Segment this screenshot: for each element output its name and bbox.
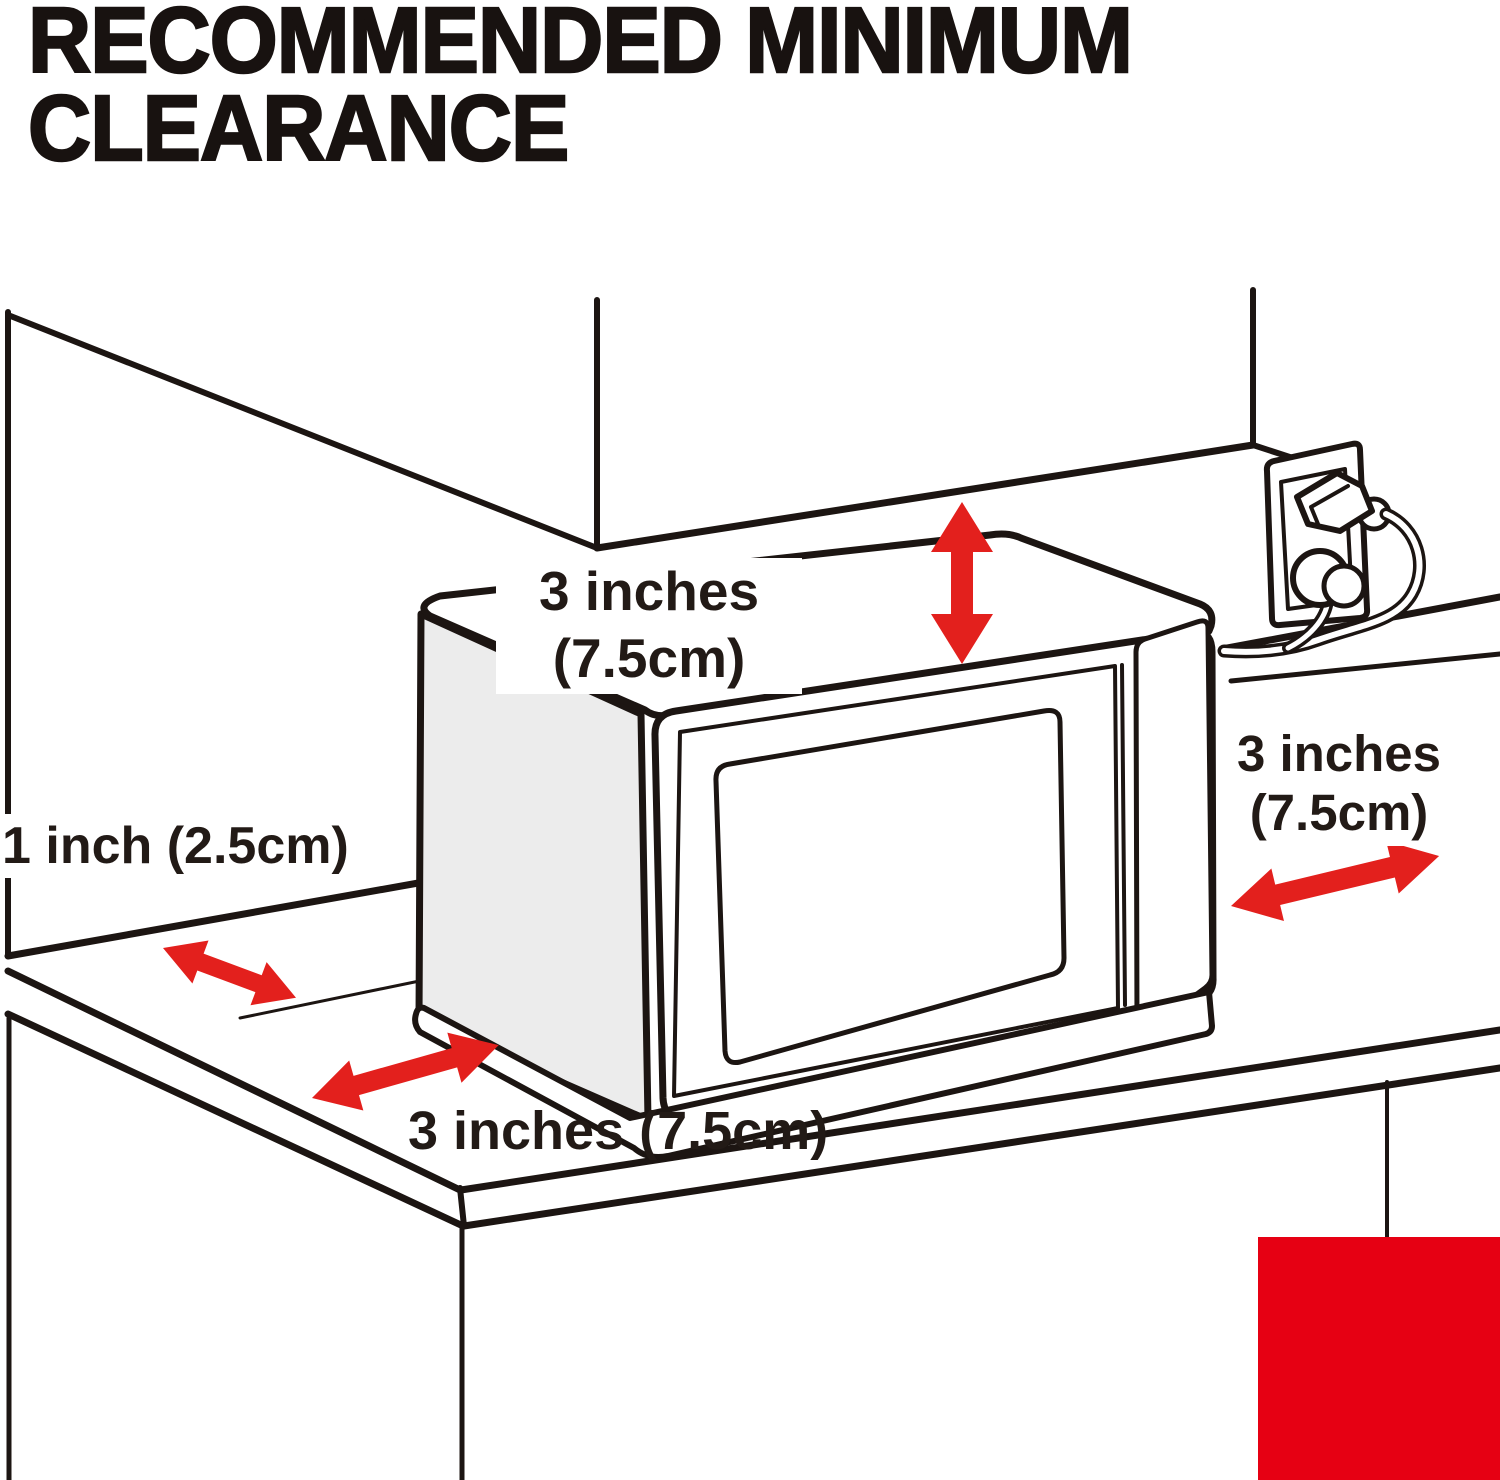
right-clearance-metric: (7.5cm) bbox=[1249, 784, 1429, 841]
counter-corner-edge bbox=[457, 1185, 467, 1229]
microwave-control-panel bbox=[1133, 618, 1215, 1036]
left-wall-top-edge bbox=[5, 312, 600, 551]
outlet-lower-knob-cap bbox=[1321, 563, 1367, 609]
double-arrow-diagonal-front-icon bbox=[312, 1032, 499, 1111]
counter-front-left-bottom-edge bbox=[4, 1010, 467, 1230]
counter-front-left-top-edge bbox=[4, 967, 464, 1194]
backsplash-shadow-right bbox=[1228, 651, 1500, 684]
microwave-door-frame bbox=[672, 664, 1120, 1098]
microwave-door-gap-line bbox=[1120, 663, 1127, 1007]
power-outlet-assembly bbox=[1217, 440, 1426, 659]
top-clearance-label: 3 inches (7.5cm) bbox=[496, 558, 802, 694]
double-arrow-vertical-icon bbox=[931, 502, 993, 664]
plug-body-detail bbox=[1309, 484, 1350, 526]
double-arrow-diagonal-right-icon bbox=[1231, 840, 1440, 922]
microwave bbox=[412, 530, 1217, 1160]
top-clearance-metric: (7.5cm) bbox=[552, 627, 746, 689]
left-clearance-label: 1 inch (2.5cm) bbox=[0, 814, 357, 878]
front-clearance-label: 3 inches (7.5cm) bbox=[402, 1100, 834, 1162]
brand-red-square bbox=[1258, 1237, 1500, 1480]
clearance-arrows bbox=[163, 502, 1440, 1111]
double-arrow-diagonal-left-icon bbox=[163, 940, 297, 1006]
counter-front-right-bottom-edge bbox=[460, 1064, 1500, 1230]
countertop bbox=[4, 950, 1500, 1480]
wall-counter-junction-left bbox=[4, 878, 428, 960]
upper-cabinet-bottom-edge bbox=[593, 441, 1257, 552]
page-title: RECOMMENDED MINIMUM CLEARANCE bbox=[27, 0, 1134, 180]
left-clearance-value: 1 inch (2.5cm) bbox=[2, 817, 349, 875]
right-clearance-value: 3 inches bbox=[1236, 725, 1442, 782]
top-clearance-value: 3 inches bbox=[538, 560, 760, 622]
right-clearance-label: 3 inches (7.5cm) bbox=[1230, 724, 1448, 846]
microwave-base-plinth bbox=[412, 989, 1215, 1160]
front-clearance-value: 3 inches (7.5cm) bbox=[408, 1101, 829, 1161]
microwave-door-window bbox=[713, 708, 1067, 1065]
counter-front-right-top-edge bbox=[457, 1026, 1500, 1194]
power-cord-loop bbox=[1221, 511, 1423, 655]
